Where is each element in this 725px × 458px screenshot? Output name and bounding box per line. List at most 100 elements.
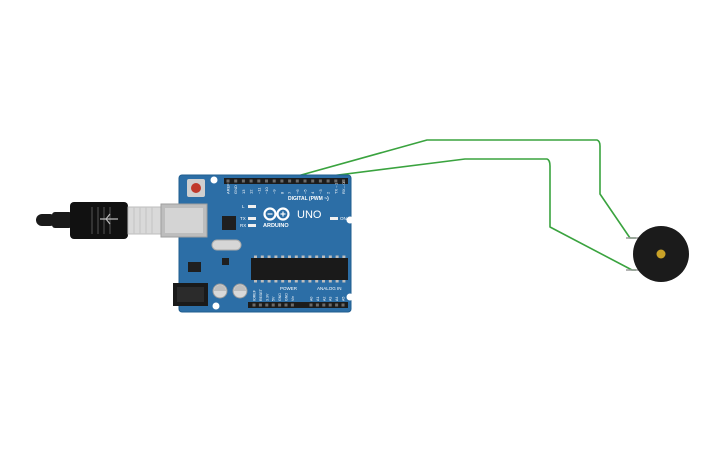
wire-to-buzzer-pin1[interactable]	[275, 139, 636, 239]
atmega16u2-chip	[222, 216, 236, 230]
header-digital[interactable]	[224, 178, 348, 184]
pin-hole[interactable]	[290, 303, 294, 307]
piezo-buzzer[interactable]	[626, 226, 689, 282]
pin-hole[interactable]	[328, 303, 332, 307]
pin-hole[interactable]	[342, 179, 345, 183]
chip-pin	[281, 280, 285, 283]
pin-hole[interactable]	[249, 179, 253, 183]
digital-pin-label: ~11	[256, 187, 261, 194]
mount-hole	[346, 293, 354, 301]
digital-pin-label: TX→1	[333, 182, 338, 194]
wire-to-buzzer-pin2[interactable]	[282, 158, 636, 271]
chip-pin	[328, 280, 332, 283]
digital-pin-label: AREF	[226, 183, 231, 194]
chip-pin	[322, 255, 325, 258]
pin-hole[interactable]	[334, 179, 338, 183]
usb-plug-metal	[127, 206, 162, 235]
digital-pin-label: GND	[233, 185, 238, 194]
pin-hole[interactable]	[311, 179, 315, 183]
usb-symbol-icon	[100, 213, 118, 225]
pin-hole[interactable]	[295, 179, 299, 183]
pin-hole[interactable]	[252, 303, 256, 307]
digital-pin-label: 4	[310, 191, 315, 194]
pin-hole[interactable]	[234, 179, 238, 183]
power-pin-label: IOREF	[253, 289, 257, 301]
analog-pin-label: A4	[335, 297, 339, 301]
chip-pin	[260, 280, 264, 283]
pin-hole[interactable]	[258, 303, 262, 307]
analog-pin-label: A1	[316, 297, 320, 301]
pin-hole[interactable]	[278, 303, 282, 307]
usb-cable[interactable]	[36, 202, 162, 239]
small-chip	[222, 258, 229, 265]
pin-hole[interactable]	[265, 303, 269, 307]
chip-pin	[315, 280, 319, 283]
led-l-label: L	[242, 204, 245, 209]
digital-pin-label: ~5	[303, 189, 308, 194]
pin-hole[interactable]	[309, 303, 313, 307]
chip-pin	[308, 255, 312, 258]
led-on-label: ON	[340, 216, 347, 221]
analog-pin-label: A3	[329, 297, 333, 301]
led-indicators: L TX RX ON	[240, 204, 347, 228]
pin-hole[interactable]	[226, 179, 230, 183]
pin-hole[interactable]	[322, 303, 326, 307]
pin-hole[interactable]	[271, 303, 275, 307]
pin-hole[interactable]	[272, 179, 276, 183]
usb-plug-body	[70, 202, 128, 239]
pin-hole[interactable]	[341, 303, 345, 307]
digital-pin-label: 8	[279, 191, 284, 194]
chip-pin	[315, 255, 319, 258]
digital-pin-label: RX←0	[341, 181, 346, 194]
digital-pin-label: ~6	[295, 189, 300, 194]
reset-button[interactable]	[191, 183, 201, 193]
power-pin-label: Vin	[291, 296, 295, 301]
usb-cable-strain	[52, 212, 72, 228]
chip-pin	[294, 255, 298, 258]
digital-pin-label: 12	[249, 189, 254, 194]
pin-hole[interactable]	[257, 179, 261, 183]
power-pin-label: 3.3V	[265, 293, 269, 301]
buzzer-center-icon	[656, 249, 666, 259]
led-tx-label: TX	[240, 216, 246, 221]
pin-hole[interactable]	[318, 179, 322, 183]
chip-pin	[281, 255, 285, 258]
wires[interactable]	[275, 139, 636, 271]
usb-cable-tail	[36, 214, 56, 226]
pin-hole[interactable]	[284, 303, 288, 307]
power-pin-label: 5V	[272, 296, 276, 301]
header-power-analog[interactable]	[248, 302, 348, 308]
atmega328p-chip	[251, 258, 348, 280]
pin-hole[interactable]	[335, 303, 339, 307]
pin-hole[interactable]	[280, 179, 284, 183]
chip-pin	[254, 255, 257, 258]
pin-hole[interactable]	[288, 179, 292, 183]
chip-pin	[322, 280, 325, 283]
board-model: UNO	[297, 209, 322, 221]
chip-pin	[342, 280, 346, 283]
chip-pin	[288, 280, 291, 283]
chip-pin	[342, 255, 346, 258]
power-label: POWER	[280, 286, 298, 291]
pin-hole[interactable]	[265, 179, 268, 183]
digital-label: DIGITAL (PWM ~)	[288, 196, 329, 202]
mount-hole	[346, 216, 354, 224]
chip-pin	[335, 280, 339, 283]
chip-pin	[274, 280, 278, 283]
power-pin-label: GND	[285, 293, 289, 301]
digital-pin-label: ~10	[264, 186, 269, 194]
chip-pin	[328, 255, 332, 258]
pin-hole[interactable]	[241, 179, 245, 183]
analog-pin-label: A5	[342, 297, 346, 301]
digital-pin-label: 7	[287, 191, 292, 194]
board-brand: ARDUINO	[263, 223, 289, 229]
digital-pin-label: 2	[326, 191, 331, 194]
mount-hole	[212, 302, 220, 310]
digital-pin-label: ~3	[318, 189, 323, 194]
pin-hole[interactable]	[303, 179, 307, 183]
pin-hole[interactable]	[315, 303, 319, 307]
chip-pin	[301, 255, 305, 258]
pin-hole[interactable]	[326, 179, 330, 183]
